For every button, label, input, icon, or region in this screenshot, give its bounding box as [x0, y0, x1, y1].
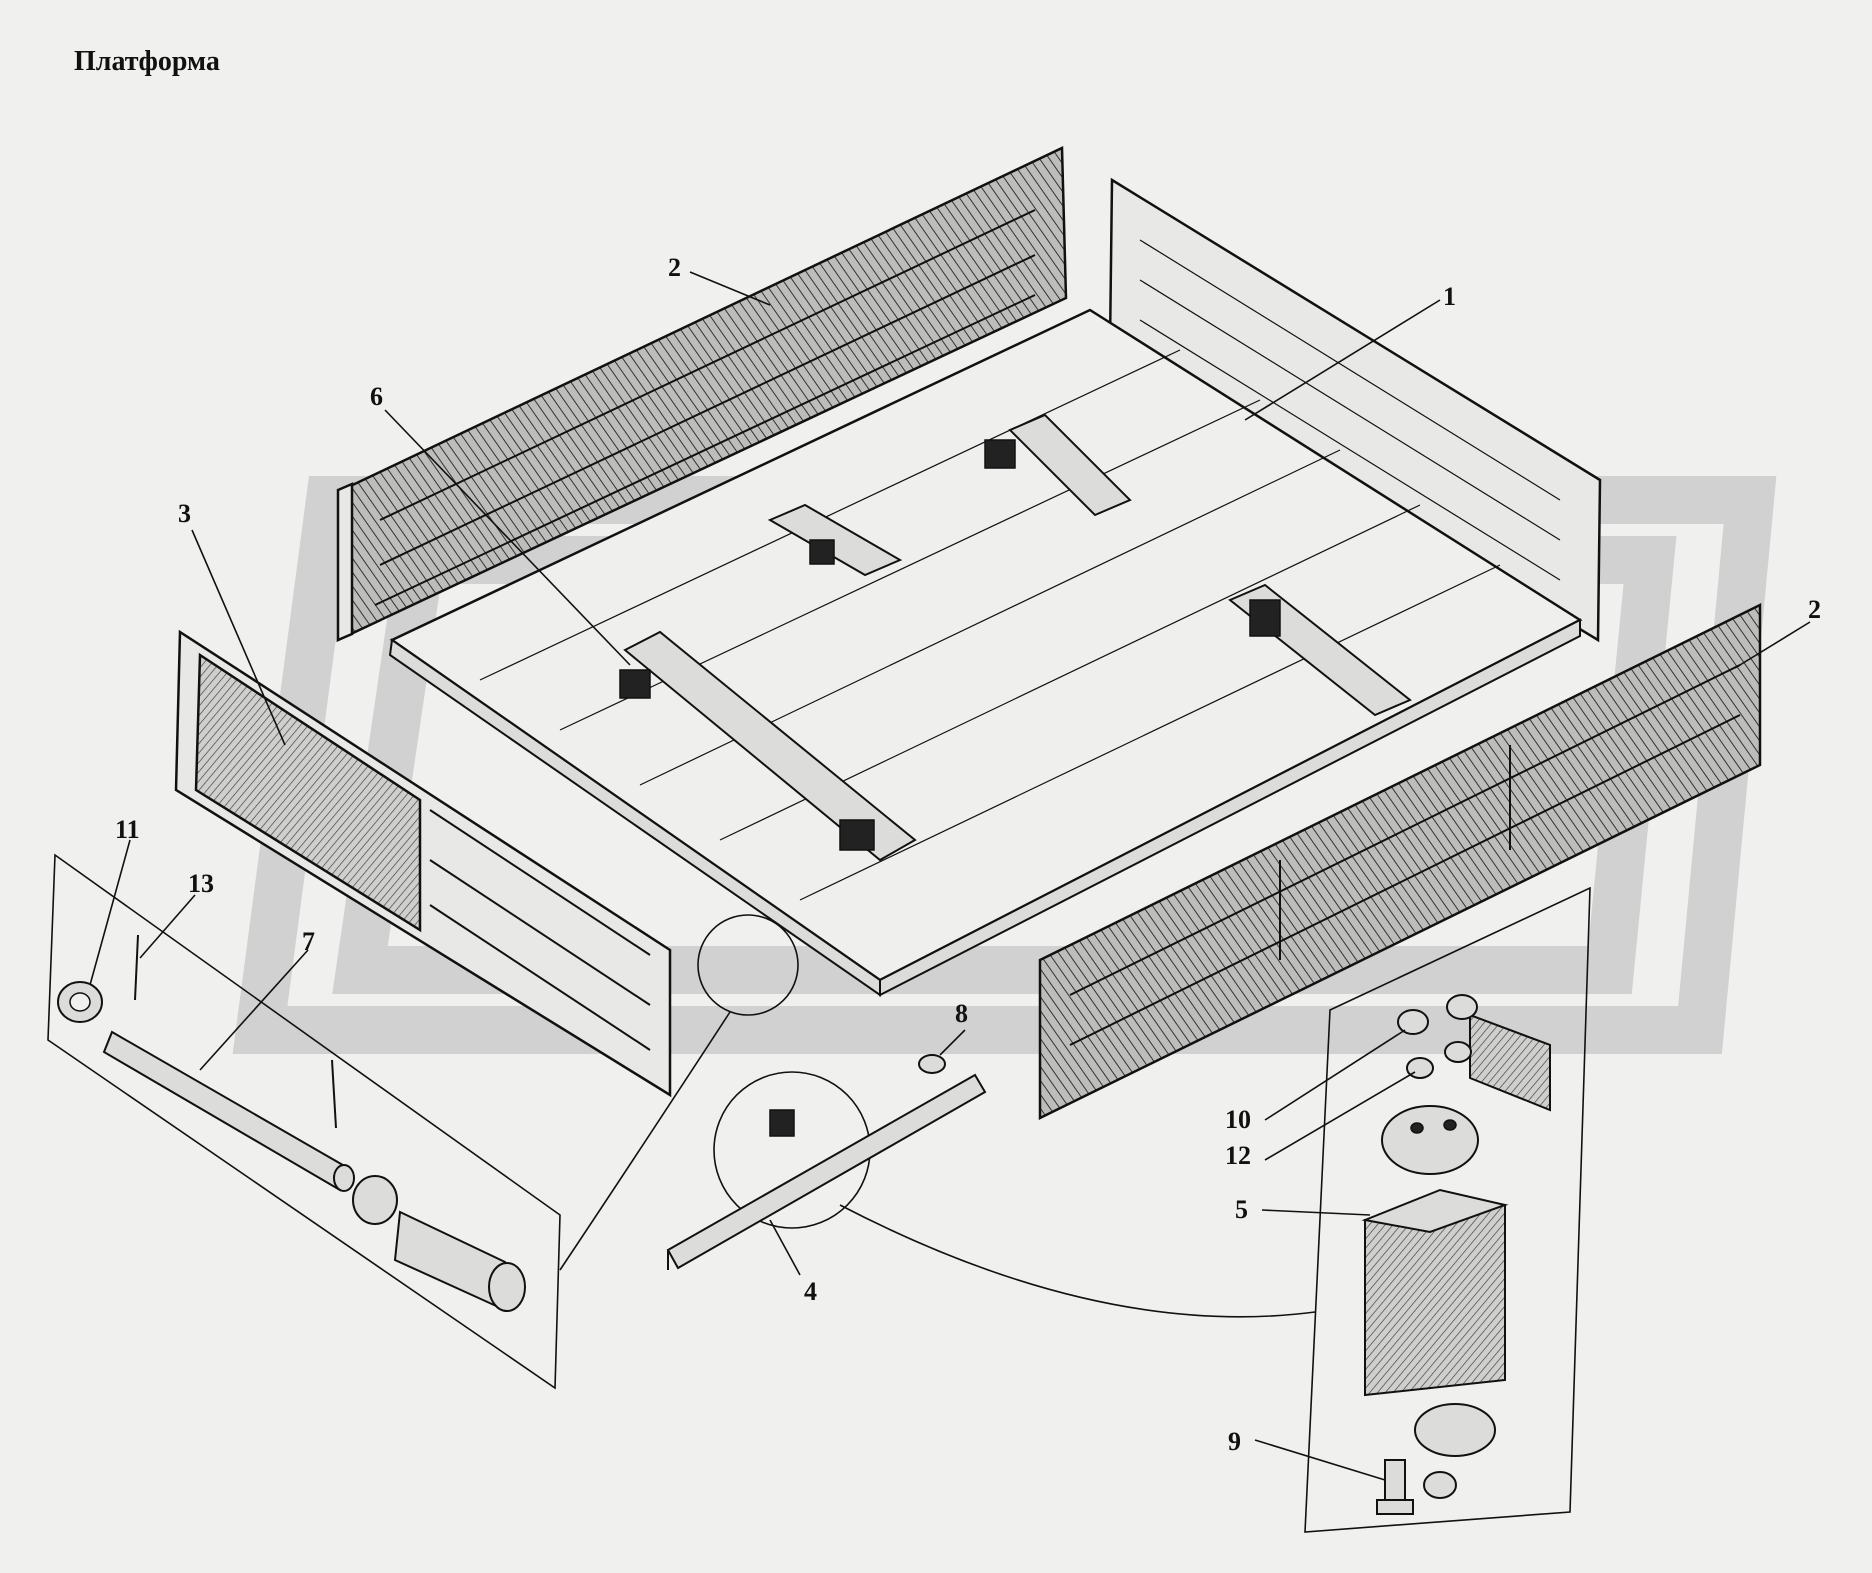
- callout-8: 8: [955, 999, 968, 1028]
- callout-1: 1: [1443, 282, 1456, 311]
- detail-circles: [559, 914, 1316, 1318]
- rear-board: [174, 629, 672, 1098]
- callout-11: 11: [115, 815, 140, 844]
- callout-13: 13: [188, 869, 214, 898]
- callout-2-right: 2: [1808, 595, 1821, 624]
- callout-12: 12: [1225, 1141, 1251, 1170]
- callout-6: 6: [370, 382, 383, 411]
- bracket-detail: [1304, 886, 1591, 1533]
- front-board: [1108, 177, 1602, 643]
- callout-labels: 1 2 2 3 4 5 6 7 8 9 10 11 12 13: [115, 253, 1821, 1456]
- callout-7: 7: [302, 927, 315, 956]
- callout-3: 3: [178, 499, 191, 528]
- callout-4: 4: [804, 1277, 817, 1306]
- page-title: Платформа: [74, 46, 220, 77]
- leader-lines: [89, 271, 1811, 1481]
- hinge-detail: [47, 853, 561, 1390]
- latch-bar: [666, 1054, 987, 1270]
- callout-10: 10: [1225, 1105, 1251, 1134]
- callout-2-top: 2: [668, 253, 681, 282]
- side-board-front: [1038, 602, 1762, 1121]
- callout-5: 5: [1235, 1195, 1248, 1224]
- platform-floor: [388, 308, 1583, 997]
- side-board-rear: [336, 146, 1068, 642]
- callout-9: 9: [1228, 1427, 1241, 1456]
